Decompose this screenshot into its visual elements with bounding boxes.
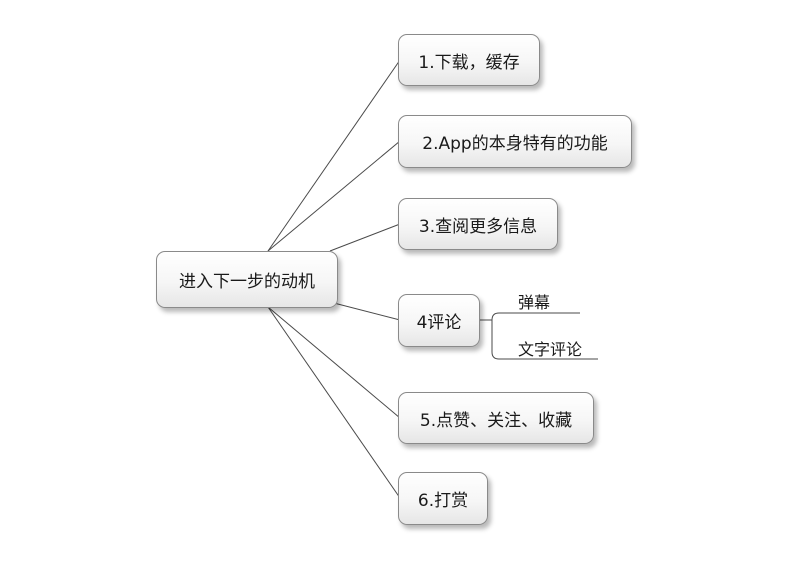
leaf-node-text-comments[interactable]: 文字评论: [518, 340, 583, 359]
branch-node-download-cache[interactable]: 1.下载，缓存: [398, 34, 540, 86]
leaf-node-bullet-comments[interactable]: 弹幕: [518, 293, 551, 312]
branch-node-label: 5.点赞、关注、收藏: [419, 410, 573, 431]
branch-node-like-follow-favorite[interactable]: 5.点赞、关注、收藏: [398, 392, 594, 444]
branch-node-more-info[interactable]: 3.查阅更多信息: [398, 198, 558, 250]
branch-node-app-features[interactable]: 2.App的本身特有的功能: [398, 115, 632, 168]
root-node[interactable]: 进入下一步的动机: [156, 251, 338, 308]
connector-line: [267, 306, 401, 419]
branch-node-label: 4评论: [416, 313, 462, 333]
branch-node-label: 6.打赏: [417, 491, 469, 511]
branch-node-label: 3.查阅更多信息: [418, 216, 538, 237]
branch-node-comments[interactable]: 4评论: [398, 294, 480, 347]
branch-node-tip[interactable]: 6.打赏: [398, 472, 488, 525]
connector-line: [491, 320, 598, 360]
connector-line: [329, 301, 401, 321]
connector-line: [329, 223, 401, 252]
branch-node-label: 2.App的本身特有的功能: [422, 134, 608, 154]
connector-line: [491, 312, 580, 321]
root-node-label: 进入下一步的动机: [179, 272, 315, 292]
branch-node-label: 1.下载，缓存: [418, 52, 520, 73]
connector-line: [267, 306, 401, 499]
connector-line: [267, 140, 401, 252]
connector-line: [267, 59, 401, 252]
